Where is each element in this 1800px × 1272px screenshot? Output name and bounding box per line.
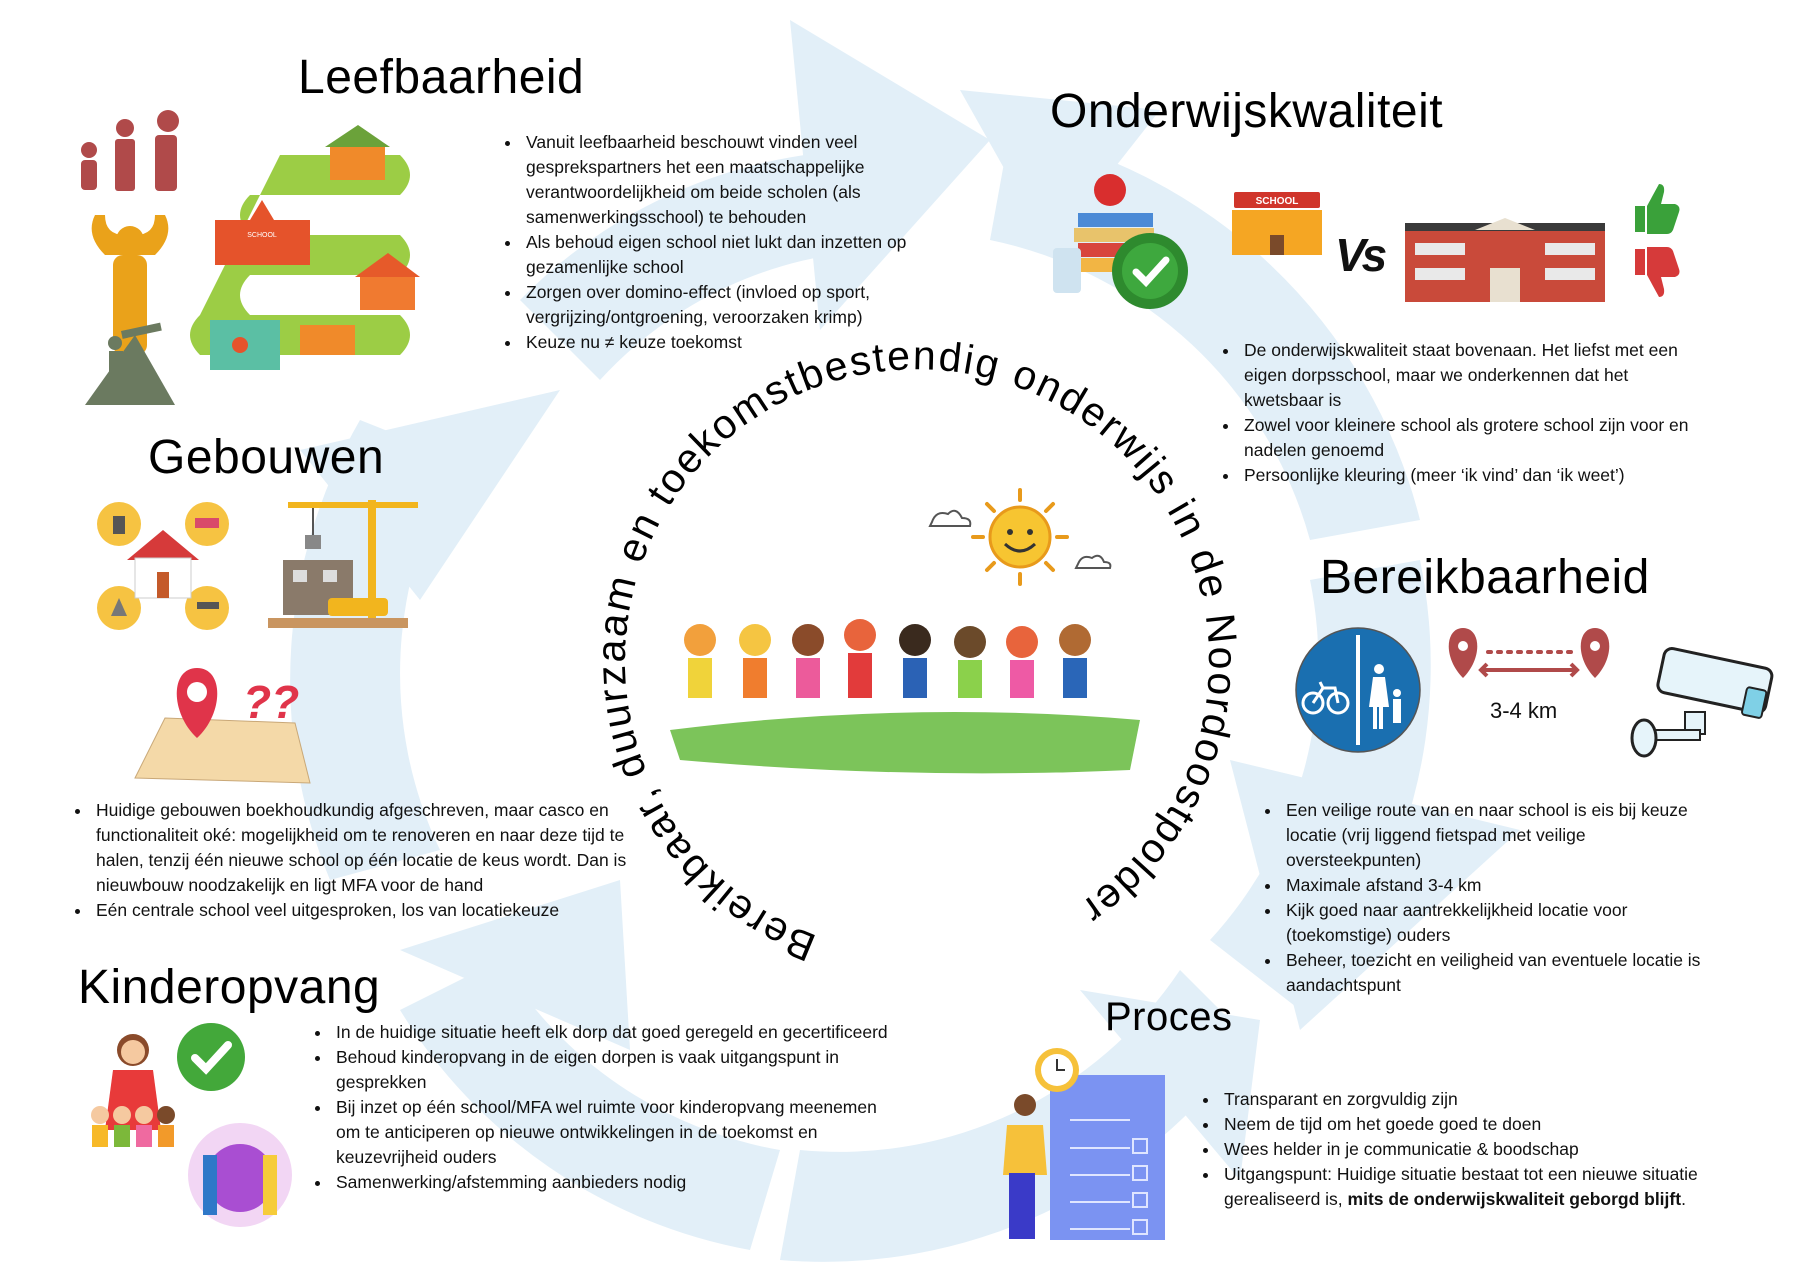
- cloud-icon: [928, 509, 972, 527]
- hammer-icon: [197, 602, 219, 609]
- bullet: De onderwijskwaliteit staat bovenaan. He…: [1240, 338, 1690, 413]
- bullet: Zowel voor kleinere school als grotere s…: [1240, 413, 1690, 463]
- bullet: Beheer, toezicht en veiligheid van event…: [1282, 948, 1712, 998]
- large-school-icon: [1405, 218, 1605, 302]
- proces-bullets: Transparant en zorgvuldig zijn Neem de t…: [1198, 1087, 1780, 1212]
- generations-icon: [81, 110, 179, 405]
- location-pin-icon: [1448, 628, 1478, 678]
- village-illustration: SCHOOL: [190, 125, 420, 370]
- bullet-emphasis: mits de onderwijskwaliteit geborgd blijf…: [1347, 1189, 1682, 1209]
- kinderopvang-title: Kinderopvang: [78, 961, 381, 1014]
- distance-label: 3-4 km: [1490, 698, 1558, 723]
- proces-title: Proces: [1105, 995, 1233, 1039]
- bullet: Neem de tijd om het goede goed te doen: [1220, 1112, 1780, 1137]
- grass: [670, 712, 1140, 774]
- bullet: Wees helder in je communicatie & boodsch…: [1220, 1137, 1780, 1162]
- bereikbaarheid-title: Bereikbaarheid: [1320, 551, 1650, 604]
- construction-site-icon: [268, 500, 418, 628]
- bullet: Behoud kinderopvang in de eigen dorpen i…: [332, 1045, 902, 1095]
- telescope-person-icon: [85, 322, 175, 405]
- bullet: Maximale afstand 3-4 km: [1282, 873, 1712, 898]
- leefbaarheid-title: Leefbaarheid: [298, 51, 585, 104]
- bullet: Bij inzet op één school/MFA wel ruimte v…: [332, 1095, 902, 1170]
- bullet: Samenwerking/afstemming aanbieders nodig: [332, 1170, 902, 1195]
- map-location-question-icon: ??: [134, 668, 311, 784]
- thumbs-up-icon: [1635, 184, 1680, 234]
- bullet: Keuze nu ≠ keuze toekomst: [522, 330, 922, 355]
- distance-pins-icon: [1448, 628, 1610, 678]
- bereikbaarheid-bullets: Een veilige route van en naar school is …: [1260, 798, 1712, 998]
- thumbs-down-icon: [1635, 247, 1680, 297]
- bullet: Kijk goed naar aantrekkelijkheid locatie…: [1282, 898, 1712, 948]
- versus-label: Vs: [1335, 229, 1387, 281]
- bullet: Als behoud eigen school niet lukt dan in…: [522, 230, 922, 280]
- school-sign: SCHOOL: [247, 232, 277, 239]
- location-pin-icon: [176, 668, 218, 738]
- bullet: Eén centrale school veel uitgesproken, l…: [92, 898, 652, 923]
- onderwijskwaliteit-bullets: De onderwijskwaliteit staat bovenaan. He…: [1218, 338, 1690, 488]
- award-check-icon: [1112, 233, 1188, 309]
- bullet: Huidige gebouwen boekhoudkundig afgeschr…: [92, 798, 652, 898]
- gebouwen-title: Gebouwen: [148, 431, 385, 484]
- strong-person-icon: [91, 215, 169, 355]
- bullet-end: .: [1681, 1189, 1686, 1209]
- bullet: Een veilige route van en naar school is …: [1282, 798, 1712, 873]
- trowel-icon: [111, 598, 127, 616]
- bullet: Uitgangspunt: Huidige situatie bestaat t…: [1220, 1162, 1780, 1212]
- onderwijskwaliteit-title: Onderwijskwaliteit: [1050, 85, 1444, 138]
- bullet: In de huidige situatie heeft elk dorp da…: [332, 1020, 902, 1045]
- children-row: [684, 619, 1091, 698]
- leefbaarheid-bullets: Vanuit leefbaarheid beschouwt vinden vee…: [500, 130, 922, 355]
- bullet: Zorgen over domino-effect (invloed op sp…: [522, 280, 922, 330]
- gebouwen-bullets: Huidige gebouwen boekhoudkundig afgeschr…: [70, 798, 652, 923]
- school-sign: SCHOOL: [1256, 196, 1299, 207]
- wrench-icon: [113, 516, 125, 534]
- bullet: Transparant en zorgvuldig zijn: [1220, 1087, 1780, 1112]
- bullet-text: Uitgangspunt: Huidige situatie bestaat t…: [1224, 1164, 1698, 1209]
- bike-pedestrian-sign-icon: [1295, 627, 1421, 753]
- question-marks-icon: ??: [243, 676, 299, 728]
- paint-roller-icon: [195, 518, 219, 528]
- books-apple-award-icon: [1053, 174, 1188, 309]
- partnership-handshake-icon: [188, 1123, 292, 1227]
- clock-icon: [1035, 1048, 1079, 1092]
- cloud-icon: [1074, 554, 1112, 569]
- security-camera-icon: [1630, 647, 1774, 758]
- checklist-person-icon: [1003, 1048, 1165, 1240]
- sun-icon: [971, 488, 1069, 586]
- bullet: Vanuit leefbaarheid beschouwt vinden vee…: [522, 130, 922, 230]
- kinderopvang-bullets: In de huidige situatie heeft elk dorp da…: [310, 1020, 902, 1195]
- check-circle-icon: [177, 1023, 245, 1091]
- location-pin-icon: [1580, 628, 1610, 678]
- house-maintenance-icon: [97, 502, 229, 630]
- children-sun-illustration: [670, 488, 1140, 774]
- caregiver-children-icon: [91, 1034, 175, 1147]
- bullet: Persoonlijke kleuring (meer ‘ik vind’ da…: [1240, 463, 1690, 488]
- small-school-icon: SCHOOL: [1232, 192, 1322, 255]
